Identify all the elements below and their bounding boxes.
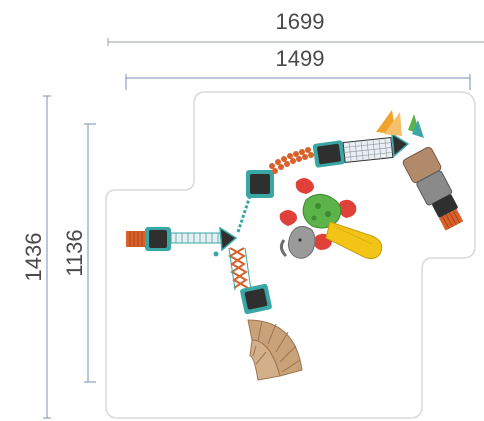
wooden-steps-icon (247, 319, 303, 381)
left-deck (145, 227, 171, 251)
top-net-tunnel (342, 136, 394, 164)
dimension-label-inner-height: 1136 (62, 229, 87, 276)
roof-icon (376, 110, 424, 138)
dimension-label-inner-width: 1499 (276, 46, 325, 71)
lower-deck (240, 283, 272, 315)
top-deck (312, 140, 346, 168)
dimension-overall-width: 1699 (107, 9, 484, 46)
dimension-inner-height: 1136 (62, 123, 96, 383)
dimension-label-overall-width: 1699 (276, 9, 325, 34)
elephant-icon (279, 226, 316, 259)
right-node (391, 132, 410, 158)
rope-climber-icon (227, 247, 252, 291)
red-climbing-holds (279, 178, 357, 250)
vertical-connector (236, 195, 252, 233)
bead-bridge (269, 147, 314, 174)
central-node (219, 226, 238, 252)
slide-icon (325, 221, 383, 260)
climber-green (302, 194, 342, 229)
dimension-overall-height: 1436 (21, 95, 51, 419)
playground-equipment-plan-icon (126, 110, 464, 381)
net-bridge-icon (170, 232, 224, 244)
dimension-inner-width: 1499 (125, 46, 471, 90)
left-entry-steps (126, 231, 146, 247)
upper-deck (246, 170, 274, 198)
safety-area-outline (105, 91, 476, 419)
right-chute (402, 146, 464, 231)
dimension-label-overall-height: 1436 (21, 233, 46, 282)
